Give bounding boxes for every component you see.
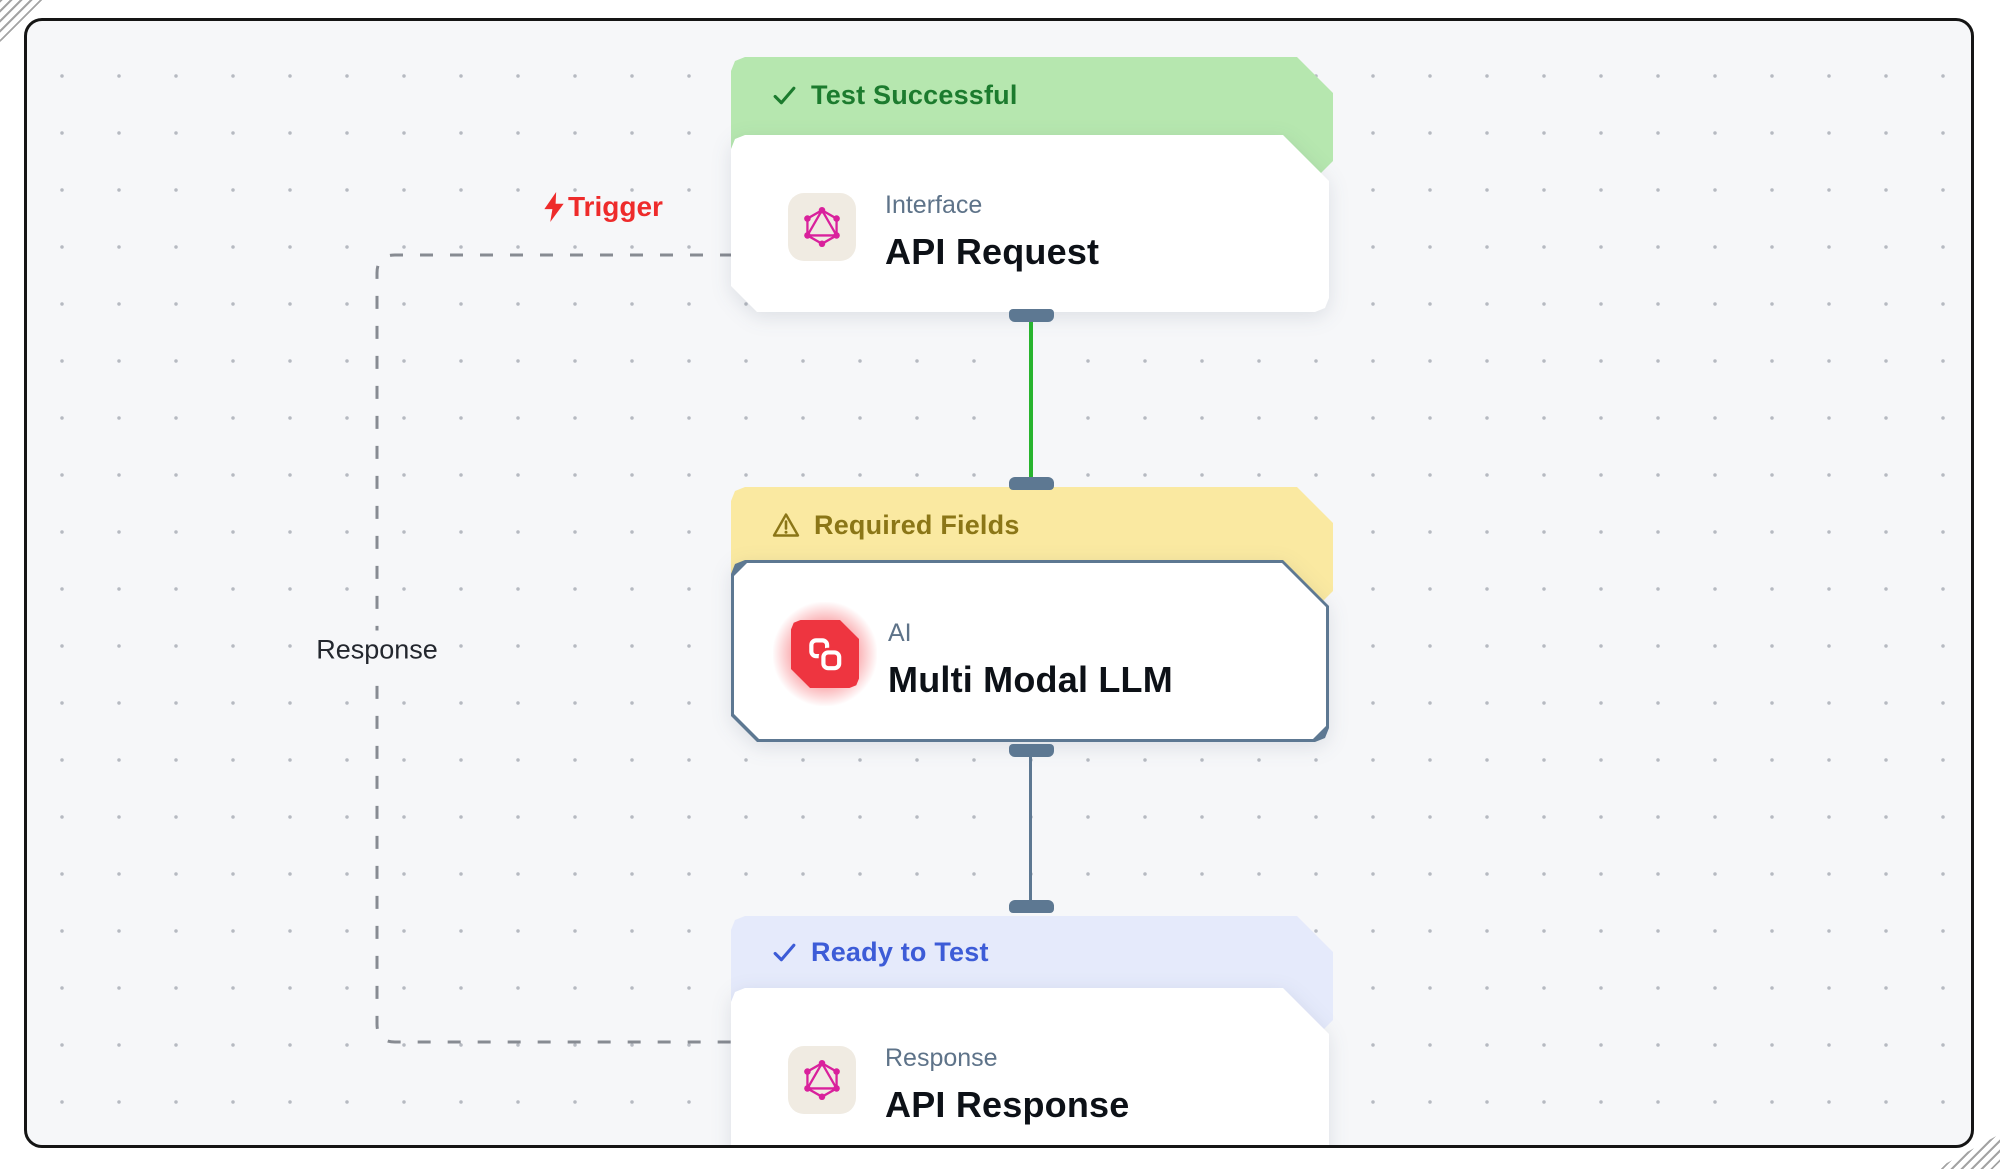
response-edge-label: Response	[304, 630, 450, 670]
graphql-icon	[788, 193, 856, 261]
lightning-bolt-icon	[543, 192, 565, 222]
check-icon	[771, 82, 798, 109]
node-selection-border: AI Multi Modal LLM	[731, 560, 1329, 742]
node-category: AI	[888, 619, 912, 647]
connector-neutral-line	[1029, 750, 1032, 906]
trigger-edge-label: Trigger	[543, 191, 663, 223]
chain-link-icon	[791, 620, 859, 688]
status-badge-label: Test Successful	[811, 79, 1018, 110]
trigger-edge-label-text: Trigger	[568, 191, 663, 222]
output-handle-api-request[interactable]	[1009, 309, 1054, 322]
status-badge-label: Required Fields	[814, 509, 1020, 540]
node-title: Multi Modal LLM	[888, 659, 1173, 700]
node-multi-modal-llm[interactable]: AI Multi Modal LLM	[731, 560, 1329, 742]
node-api-response[interactable]: Response API Response	[731, 988, 1329, 1148]
node-title: API Response	[885, 1084, 1130, 1125]
input-handle-multi-modal-llm[interactable]	[1009, 477, 1054, 490]
node-category: Response	[885, 1044, 998, 1072]
output-handle-multi-modal-llm[interactable]	[1009, 744, 1054, 757]
node-title: API Request	[885, 231, 1100, 272]
status-badge-label: Ready to Test	[811, 936, 989, 967]
node-api-request[interactable]: Interface API Request	[731, 135, 1329, 312]
input-handle-api-response[interactable]	[1009, 900, 1054, 913]
connector-success-line	[1029, 315, 1033, 483]
node-category: Interface	[885, 191, 983, 219]
workflow-canvas[interactable]: Test Successful	[24, 18, 1974, 1148]
graphql-icon	[788, 1046, 856, 1114]
check-icon	[771, 939, 798, 966]
warning-triangle-icon	[771, 511, 801, 539]
